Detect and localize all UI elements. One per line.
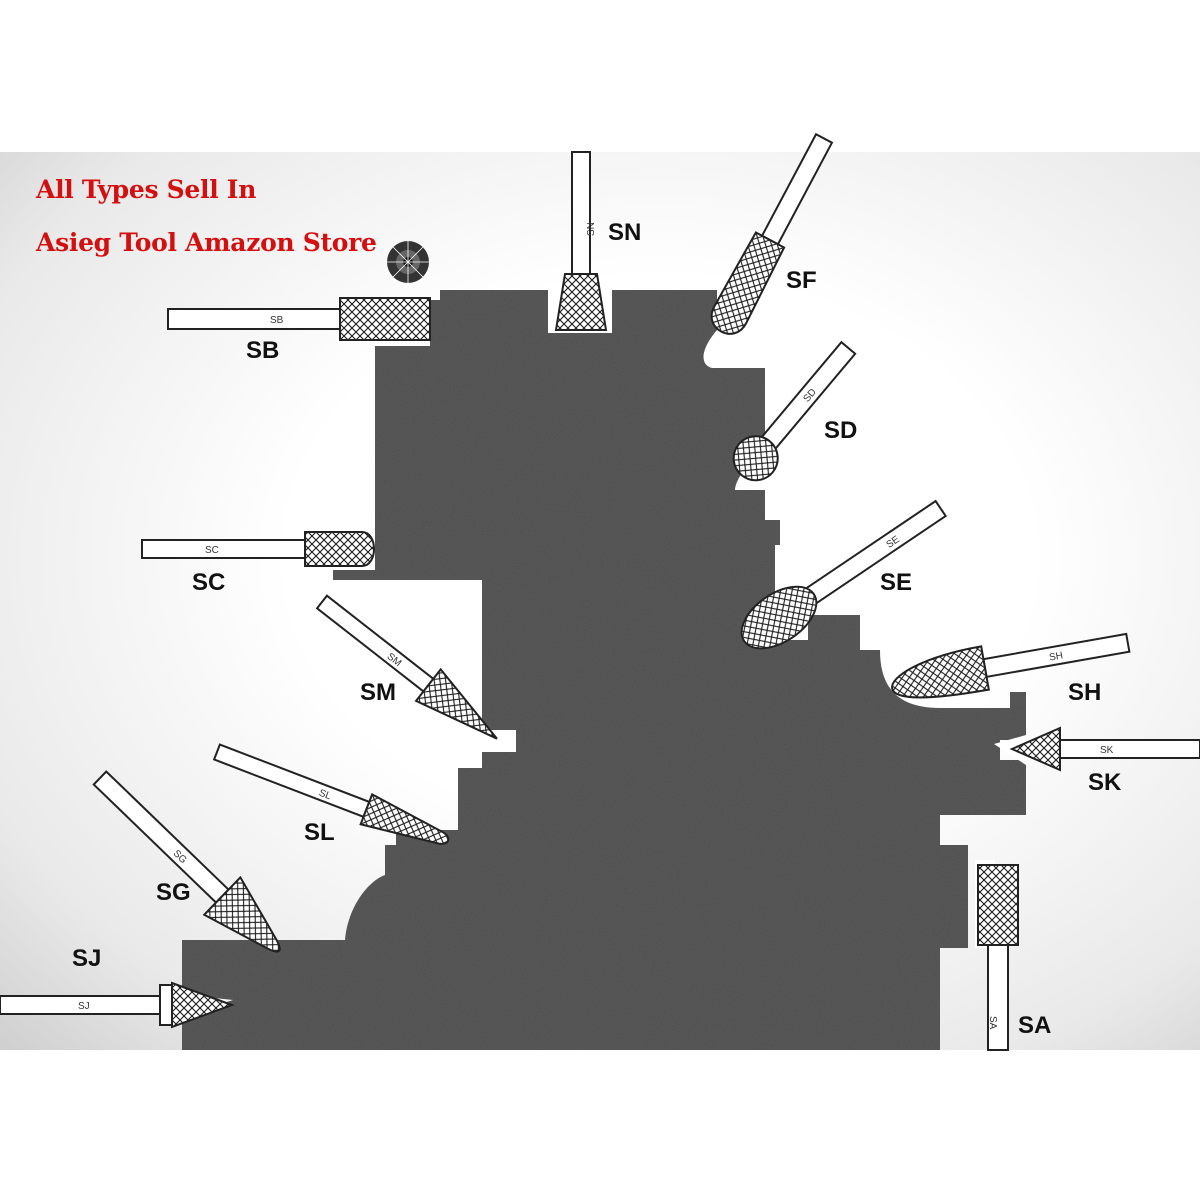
- burr-sk: SK: [1009, 726, 1200, 772]
- burr-sj: SJ: [0, 981, 235, 1029]
- svg-text:SH: SH: [1048, 650, 1064, 663]
- mini-wheel-icon: [387, 241, 429, 283]
- label-sa: SA: [1018, 1012, 1051, 1039]
- label-sh: SH: [1068, 679, 1101, 706]
- svg-text:SL: SL: [317, 788, 333, 803]
- burr-sc: SC: [141, 531, 375, 567]
- burr-sg: SG: [92, 770, 281, 953]
- burr-sn: SN: [554, 151, 608, 331]
- burr-sb: SB: [167, 297, 431, 341]
- burr-sf: [710, 132, 834, 335]
- burr-sl: SL: [212, 743, 450, 845]
- label-sm: SM: [360, 679, 396, 706]
- svg-text:SK: SK: [1100, 745, 1114, 756]
- label-sf: SF: [786, 267, 817, 294]
- burr-se: SE: [740, 499, 948, 650]
- label-sg: SG: [156, 879, 191, 906]
- label-sb: SB: [246, 337, 279, 364]
- svg-text:SB: SB: [270, 315, 284, 326]
- burr-labels: SN SF SB SD SC SE SM SH SK SL SG SJ SA: [72, 219, 1122, 1039]
- svg-text:SC: SC: [205, 545, 219, 556]
- burr-sm: SM: [315, 594, 498, 740]
- promo-line-2: Asieg Tool Amazon Store: [36, 228, 377, 257]
- promo-line-1: All Types Sell In: [36, 175, 257, 204]
- label-sj: SJ: [72, 945, 101, 972]
- label-sn: SN: [608, 219, 641, 246]
- label-sd: SD: [824, 417, 857, 444]
- burr-sd: SD: [732, 340, 857, 482]
- burr-sa: SA: [977, 864, 1019, 1051]
- workpiece: [182, 290, 1026, 1050]
- svg-text:SJ: SJ: [78, 1001, 90, 1012]
- svg-text:SN: SN: [586, 222, 597, 236]
- svg-text:SA: SA: [987, 1016, 998, 1030]
- label-se: SE: [880, 569, 912, 596]
- label-sc: SC: [192, 569, 225, 596]
- burr-sh: SH: [891, 632, 1131, 699]
- label-sk: SK: [1088, 769, 1122, 796]
- label-sl: SL: [304, 819, 335, 846]
